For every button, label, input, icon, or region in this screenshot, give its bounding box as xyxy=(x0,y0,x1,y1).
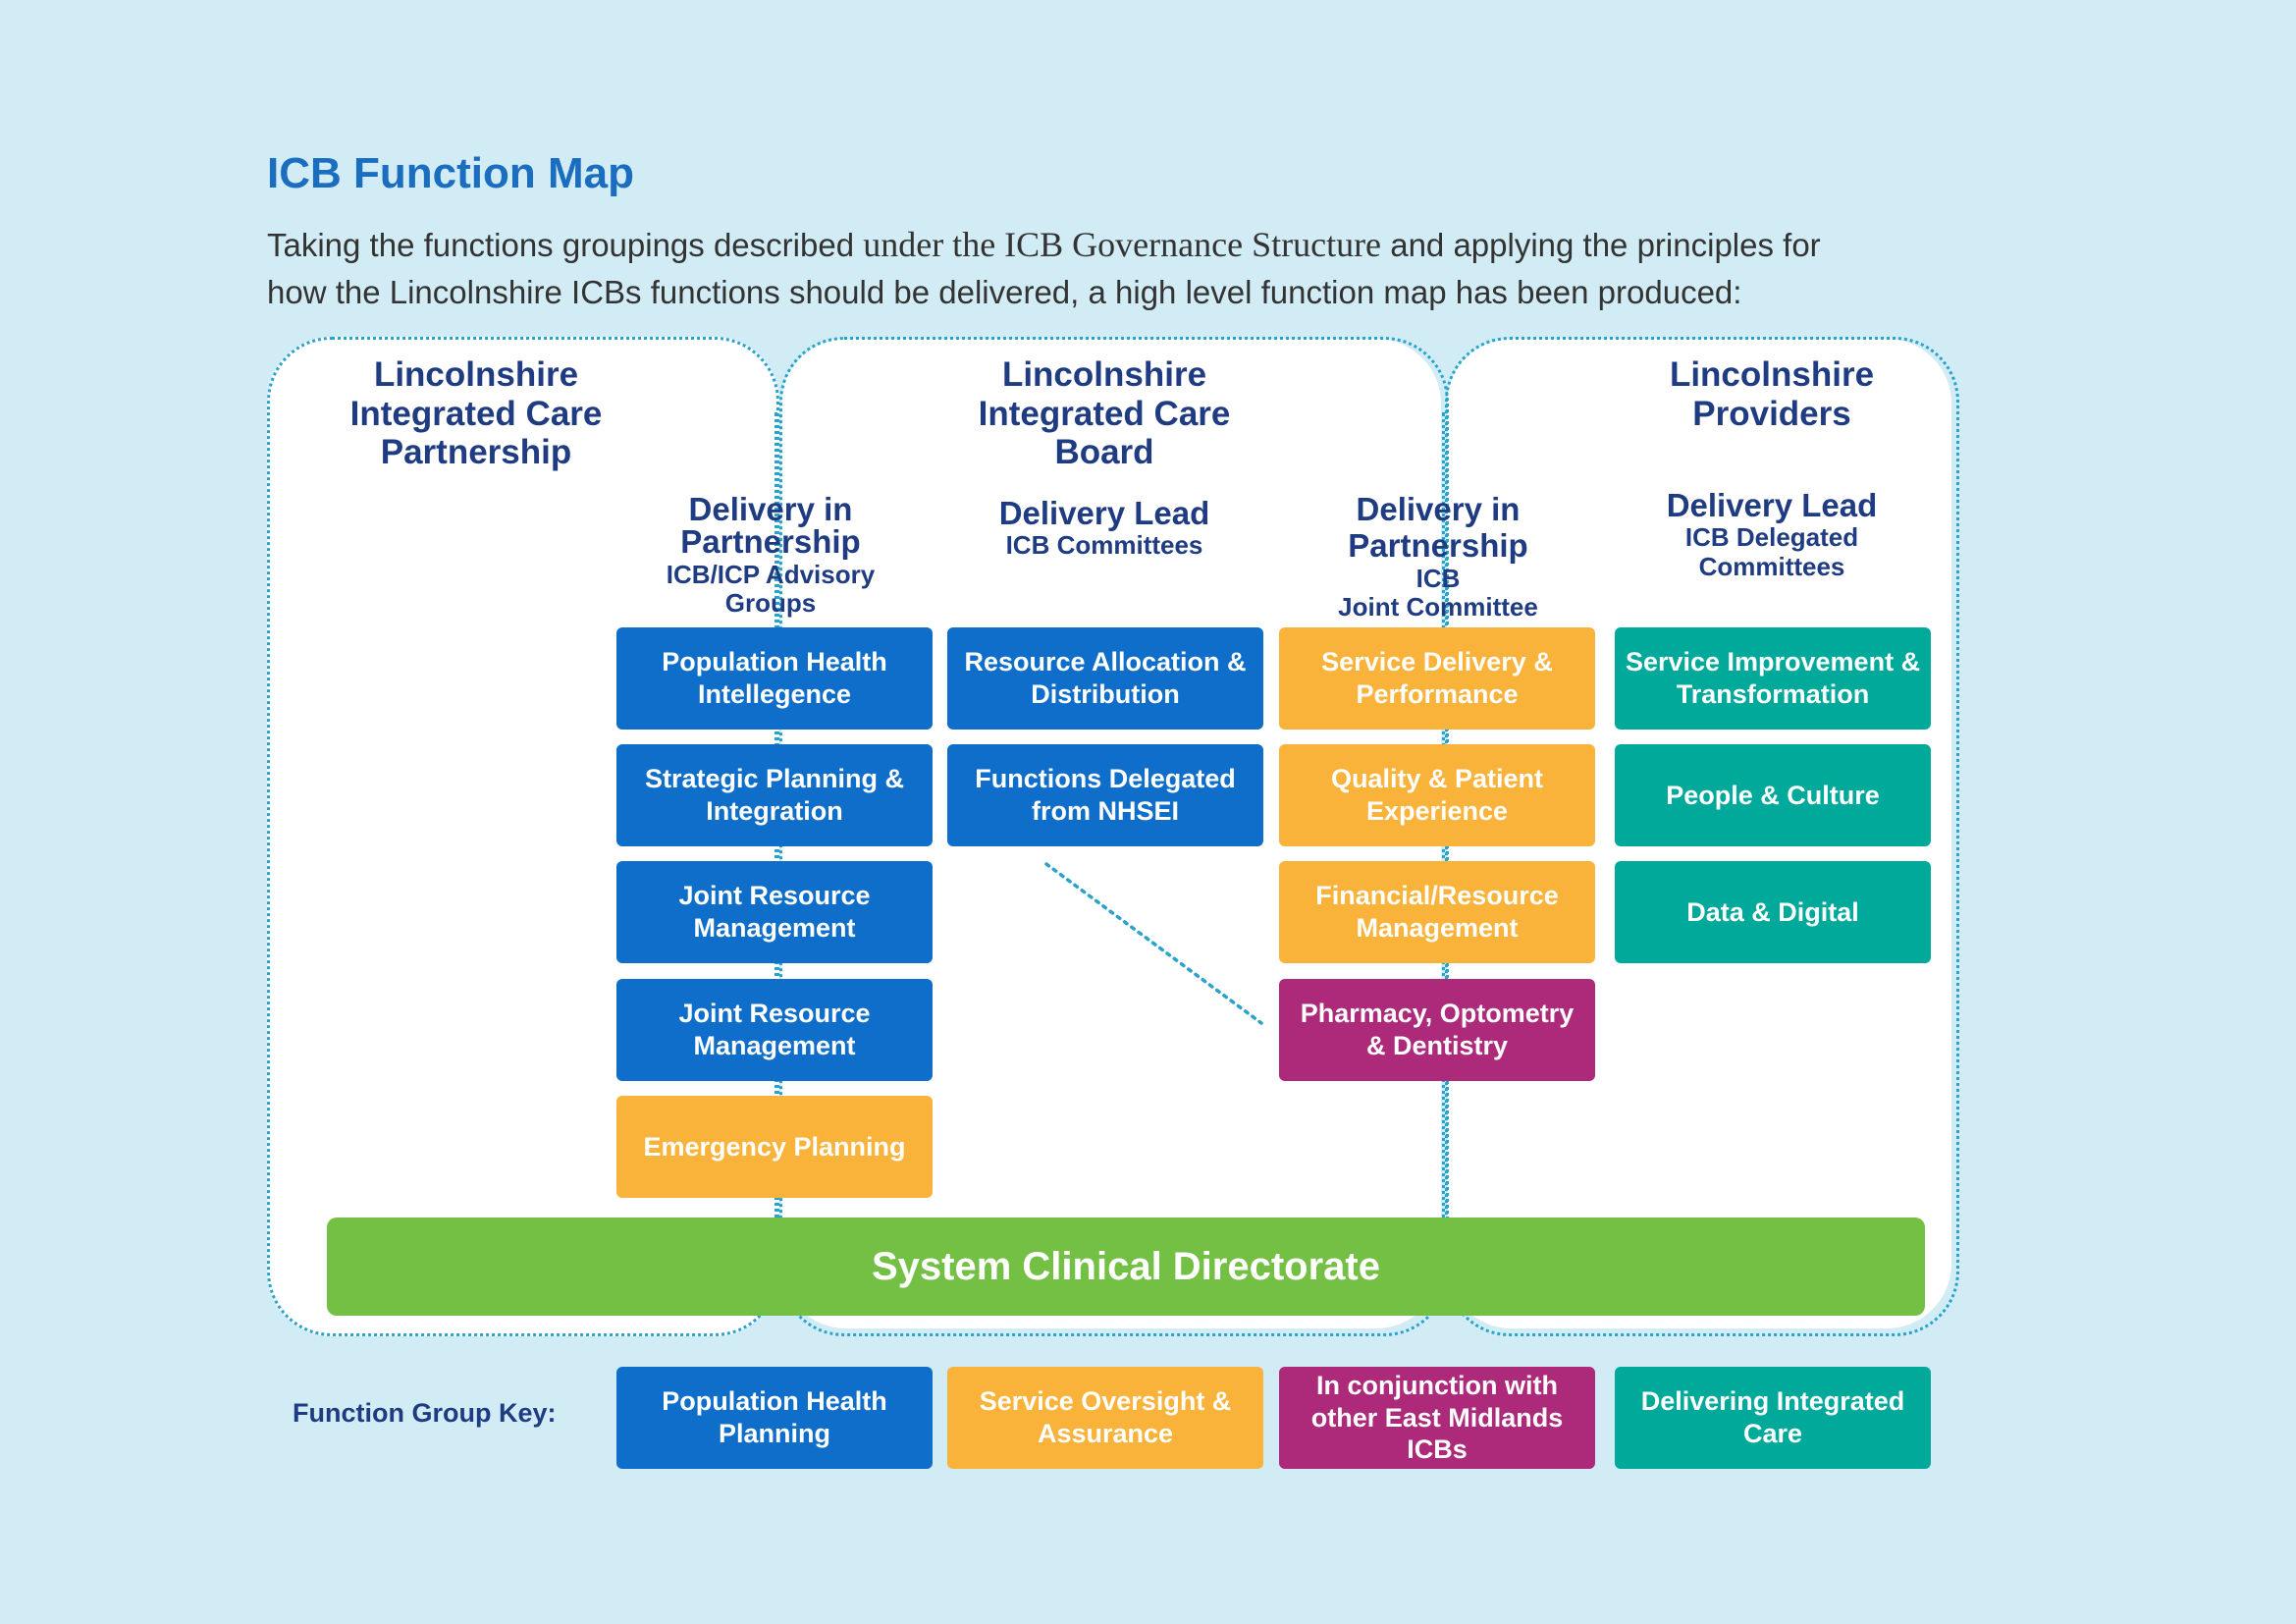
title-line: Board xyxy=(1054,433,1154,472)
subheading-line: ICB xyxy=(1415,563,1461,593)
function-group-key-label: Function Group Key: xyxy=(293,1398,557,1428)
function-strategic-planning-integration[interactable]: Strategic Planning & Integration xyxy=(616,744,933,846)
heading-line: Partnership xyxy=(1348,527,1528,565)
function-pharmacy-optometry-dentistry[interactable]: Pharmacy, Optometry & Dentistry xyxy=(1279,979,1595,1081)
subheading-line: Joint Committee xyxy=(1338,591,1538,622)
key-east-midlands-icbs: In conjunction with other East Midlands … xyxy=(1279,1367,1595,1469)
region-title-icp: Lincolnshire Integrated Care Partnership xyxy=(294,355,658,472)
function-emergency-planning[interactable]: Emergency Planning xyxy=(616,1096,933,1198)
function-resource-allocation-distribution[interactable]: Resource Allocation & Distribution xyxy=(947,627,1263,730)
function-joint-resource-management[interactable]: Joint Resource Management xyxy=(616,861,933,963)
intro-text: Taking the functions groupings described xyxy=(267,227,864,263)
connector-line xyxy=(1044,862,1263,1025)
title-line: Lincolnshire xyxy=(373,355,579,394)
column-heading-partnership-advisory: Delivery in Partnership ICB/ICP Advisory… xyxy=(609,491,933,618)
heading-line: Delivery Lead xyxy=(998,495,1210,531)
region-title-providers: Lincolnshire Providers xyxy=(1590,355,1953,433)
function-service-delivery-performance[interactable]: Service Delivery & Performance xyxy=(1279,627,1595,730)
intro-link-text: under the ICB Governance Structure xyxy=(863,225,1382,264)
intro-text: and applying the principles for xyxy=(1381,227,1821,263)
title-line: Integrated Care xyxy=(978,394,1231,433)
heading-line: Partnership xyxy=(680,523,861,561)
system-clinical-directorate-bar[interactable]: System Clinical Directorate xyxy=(327,1218,1925,1316)
title-line: Partnership xyxy=(380,433,572,472)
title-line: Lincolnshire xyxy=(1669,355,1875,394)
subheading-line: ICB Delegated xyxy=(1684,522,1859,553)
function-population-health-intelligence[interactable]: Population Health Intellegence xyxy=(616,627,933,730)
title-line: Integrated Care xyxy=(349,394,603,433)
intro-line-1: Taking the functions groupings described… xyxy=(267,224,1821,266)
region-title-icb: Lincolnshire Integrated Care Board xyxy=(923,355,1286,472)
subheading-line: ICB/ICP Advisory xyxy=(666,559,876,589)
subheading-line: Committees xyxy=(1698,551,1845,581)
key-population-health-planning: Population Health Planning xyxy=(616,1367,933,1469)
function-financial-resource-management[interactable]: Financial/Resource Management xyxy=(1279,861,1595,963)
heading-line: Delivery Lead xyxy=(1666,487,1878,523)
title-line: Lincolnshire xyxy=(1001,355,1207,394)
key-service-oversight-assurance: Service Oversight & Assurance xyxy=(947,1367,1263,1469)
heading-line: Delivery in xyxy=(688,491,853,527)
function-data-digital[interactable]: Data & Digital xyxy=(1615,861,1931,963)
function-delegated-from-nhsei[interactable]: Functions Delegated from NHSEI xyxy=(947,744,1263,846)
heading-line: Delivery in xyxy=(1356,491,1521,527)
column-heading-lead-committees: Delivery Lead ICB Committees xyxy=(942,495,1266,561)
function-joint-resource-management[interactable]: Joint Resource Management xyxy=(616,979,933,1081)
subheading-line: Groups xyxy=(724,587,817,618)
page-title: ICB Function Map xyxy=(267,149,634,197)
column-heading-partnership-joint: Delivery in Partnership ICB Joint Commit… xyxy=(1276,491,1600,622)
subheading-line: ICB Committees xyxy=(1005,530,1203,561)
function-quality-patient-experience[interactable]: Quality & Patient Experience xyxy=(1279,744,1595,846)
function-people-culture[interactable]: People & Culture xyxy=(1615,744,1931,846)
intro-line-2: how the Lincolnshire ICBs functions shou… xyxy=(267,274,1742,310)
function-service-improvement-transformation[interactable]: Service Improvement & Transformation xyxy=(1615,627,1931,730)
column-heading-lead-delegated: Delivery Lead ICB Delegated Committees xyxy=(1610,487,1934,581)
title-line: Providers xyxy=(1692,394,1851,433)
key-delivering-integrated-care: Delivering Integrated Care xyxy=(1615,1367,1931,1469)
